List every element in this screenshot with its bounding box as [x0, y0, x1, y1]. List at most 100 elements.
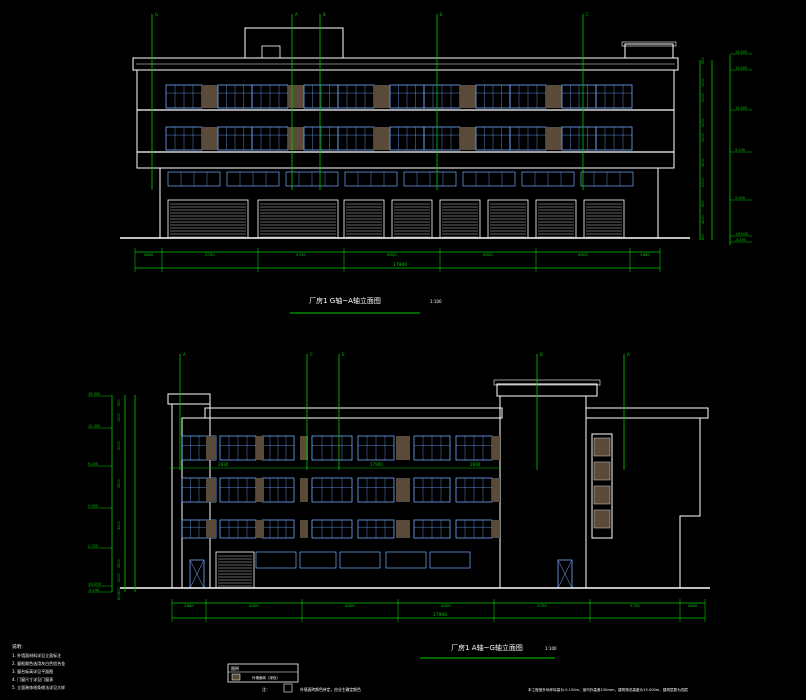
brown-panel: [256, 478, 264, 502]
left-dim-label: 3200: [117, 559, 121, 568]
rolling-shutter: [257, 199, 339, 239]
rolling-shutter: [487, 199, 529, 239]
notes-line-4: 4. 门窗尺寸详见门窗表: [12, 676, 53, 682]
brown-panel: [546, 85, 562, 108]
bottom-level-marks: 15.00012.3009.1005.9002.700±0.000-0.1509…: [88, 392, 136, 600]
axis-label: C: [310, 352, 313, 357]
footer-notes: 注： 外墙面砖颜色待定，由业主确定颜色 本工程室外地坪标高为-0.150m，室内…: [262, 683, 688, 693]
brown-panel: [396, 520, 410, 538]
top-elevation-scale: 1:100: [430, 299, 442, 304]
level-mark: 9.100: [88, 462, 98, 466]
rolling-shutter: [439, 199, 481, 239]
dim-label: 2860: [144, 252, 154, 257]
strip-panel: [593, 509, 611, 529]
dim-label: 5750: [205, 252, 215, 257]
dim-label: 6000: [441, 603, 451, 608]
top-rolling-doors: [167, 199, 625, 239]
left-dim-label: 900: [117, 400, 121, 406]
axis-label: A: [183, 352, 186, 357]
right-dim-label: 1000: [701, 78, 705, 87]
left-dim-label: 600: [117, 594, 121, 600]
legend-item: 外墙面砖（深色）: [252, 675, 280, 680]
top-windows-group: [165, 84, 634, 187]
brown-panel: [396, 436, 410, 460]
inline-dim-2: 17900: [370, 462, 383, 467]
brown-panel: [256, 436, 264, 460]
level-mark: 15.000: [88, 392, 100, 396]
dim-label: 2880: [688, 603, 698, 608]
level-mark: 5.900: [735, 196, 745, 200]
brown-panel: [492, 436, 500, 460]
level-mark: 5.900: [88, 504, 98, 508]
dim-label: 5750: [537, 603, 547, 608]
strip-panel: [593, 461, 611, 481]
bottom-windows-group: [181, 435, 500, 569]
left-dim-label: 1000: [117, 413, 121, 422]
window-low: [339, 551, 381, 569]
bottom-total-dimension: 17900: [433, 612, 447, 618]
footer-note-right: 本工程室外地坪标高为-0.150m，室内外高差150mm，建筑物总高度为15.0…: [528, 687, 688, 692]
notes-line-5: 5. 立面装饰线条做法详见大样: [12, 684, 65, 690]
legend-heading: 图例: [231, 665, 239, 671]
notes-line-1: 1. 外墙面材料详见立面标注: [12, 652, 61, 658]
brown-panel: [206, 520, 216, 538]
brown-panel: [492, 478, 500, 502]
axis-label: G: [155, 12, 158, 17]
window-low: [255, 551, 297, 569]
rolling-shutter: [535, 199, 577, 239]
rolling-shutter: [167, 199, 249, 239]
level-mark: 9.100: [735, 148, 745, 152]
axis-label: B: [540, 352, 543, 357]
level-mark: 2.700: [88, 544, 98, 548]
legend-box: 图例 外墙面砖（深色）: [227, 663, 299, 683]
level-mark: -0.150: [735, 238, 746, 242]
level-mark: 13.400: [735, 66, 747, 70]
dim-label: 6000: [578, 252, 588, 257]
dim-label: 2880: [640, 252, 650, 257]
strip-panel: [593, 437, 611, 457]
window-low: [299, 551, 337, 569]
axis-label: C: [586, 12, 589, 17]
rolling-shutter: [343, 199, 385, 239]
right-dim-label: 2000: [701, 93, 705, 102]
brown-panel: [492, 520, 500, 538]
brown-panel: [300, 478, 308, 502]
roof-stair-tower: [244, 27, 344, 59]
notes-heading: 说明：: [12, 643, 26, 650]
top-elevation-title: 厂房1 G轴~A轴立面图: [309, 296, 381, 305]
right-dim-label: 2000: [701, 178, 705, 187]
right-wing-cornice: [585, 407, 709, 419]
top-level-marks: 15.00013.40012.3009.1005.900±0.000-0.150…: [699, 50, 752, 245]
stair-tower: [496, 383, 598, 397]
dim-label: 5750: [296, 252, 306, 257]
inline-dim-1: 2830: [218, 462, 229, 467]
axis-label: B: [323, 12, 326, 17]
level-mark: ±0.000: [88, 582, 101, 586]
dim-label: 5750: [630, 603, 640, 608]
left-dim-label: 3200: [117, 479, 121, 488]
footer-note-mid: 外墙面砖颜色待定，由业主确定颜色: [300, 687, 361, 692]
rolling-shutter: [391, 199, 433, 239]
brown-panel: [202, 85, 218, 108]
brown-panel: [374, 127, 390, 150]
rolling-shutter: [583, 199, 625, 239]
notes-line-2: 2. 窗框颜色选用灰白色铝合金: [12, 660, 65, 666]
rolling-door: [215, 551, 255, 589]
dim-label: 6000: [249, 603, 259, 608]
window-low: [429, 551, 471, 569]
brown-panel: [396, 478, 410, 502]
right-dim-label: 2000: [701, 118, 705, 127]
level-mark: 12.300: [88, 424, 100, 428]
general-notes: 说明： 1. 外墙面材料详见立面标注 2. 窗框颜色选用灰白色铝合金 3. 窗台…: [12, 643, 65, 690]
inline-dim-3: 2830: [470, 462, 481, 467]
brown-panel: [374, 85, 390, 108]
bottom-elevation-scale: 1:100: [545, 646, 557, 651]
axis-label: A: [295, 12, 298, 17]
dim-label: 6000: [387, 252, 397, 257]
brown-panel: [300, 436, 308, 460]
